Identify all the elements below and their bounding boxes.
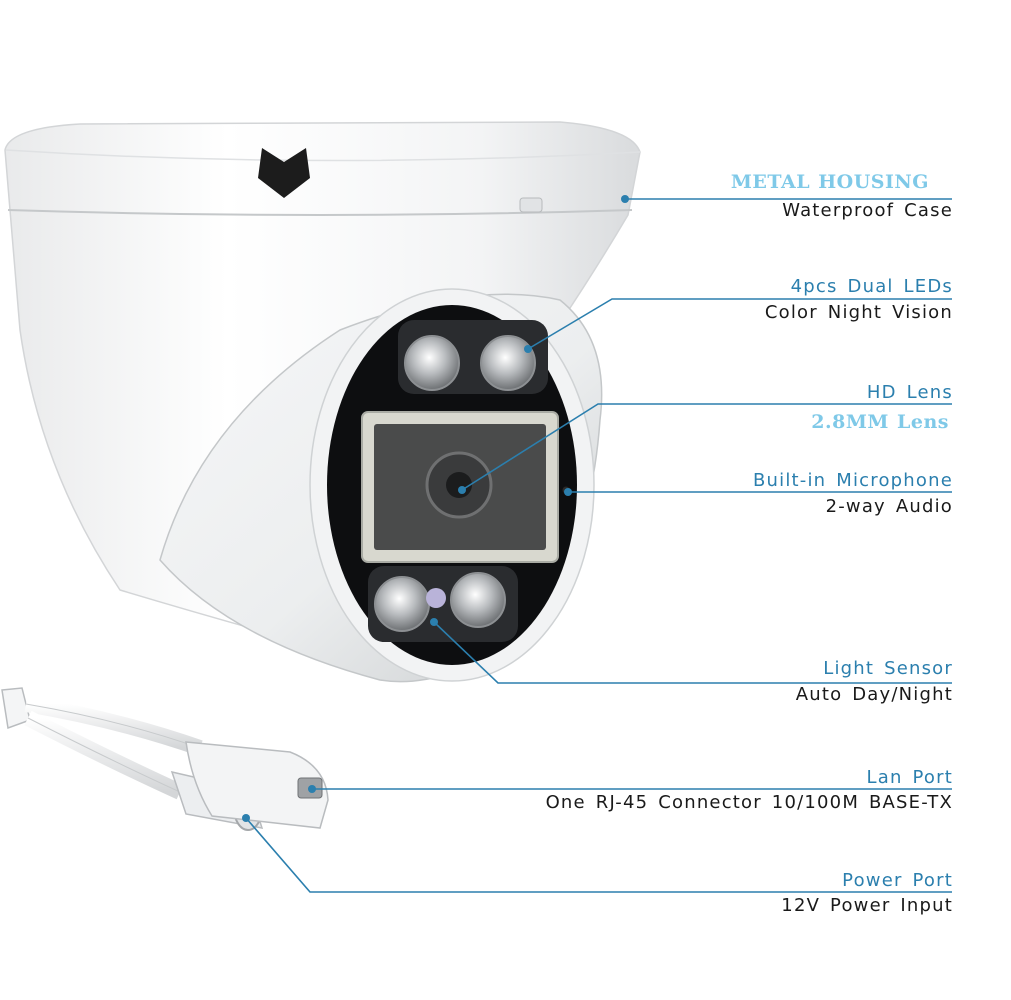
light-sensor-icon <box>426 588 446 608</box>
camera-face <box>309 288 595 682</box>
brand-logo <box>258 148 310 198</box>
callout-line-leds <box>527 298 952 350</box>
lan-port-label: Lan Port <box>866 767 953 788</box>
two-way-audio-label: 2-way Audio <box>825 496 953 517</box>
cable-assembly <box>1 687 329 831</box>
power-input-label: 12V Power Input <box>781 895 953 916</box>
callout-dot <box>458 486 466 494</box>
auto-day-night-label: Auto Day/Night <box>795 684 953 705</box>
callout-line-sensor <box>433 621 952 684</box>
dual-leds-label: 4pcs Dual LEDs <box>790 276 953 297</box>
callout-dot <box>430 618 438 626</box>
housing-top-edge <box>5 149 641 162</box>
housing-rim <box>7 209 633 216</box>
cable-upper-edge <box>25 703 201 749</box>
callout-dot <box>621 195 629 203</box>
callout-dot <box>242 814 250 822</box>
lens-core <box>446 472 472 498</box>
metal-housing-label: METAL HOUSING <box>730 171 929 193</box>
cable-lower-edge <box>27 717 181 793</box>
callout-dot <box>308 785 316 793</box>
light-sensor-label: Light Sensor <box>823 658 953 679</box>
led-icon <box>404 335 460 391</box>
callout-dots <box>242 195 629 822</box>
callout-lines <box>245 198 952 893</box>
hd-lens-label: HD Lens <box>866 382 953 403</box>
color-night-vision-label: Color Night Vision <box>764 302 953 323</box>
housing-clip <box>519 197 543 213</box>
microphone-label: Built-in Microphone <box>752 470 953 491</box>
led-icon <box>374 576 430 632</box>
power-port-label: Power Port <box>842 870 953 891</box>
callout-line-power <box>245 817 952 893</box>
led-array <box>374 335 536 632</box>
callout-dot <box>524 345 532 353</box>
rj45-connector-label: One RJ-45 Connector 10/100M BASE-TX <box>545 792 953 813</box>
lens-size-label: 2.8MM Lens <box>811 411 949 433</box>
led-icon <box>450 572 506 628</box>
waterproof-case-label: Waterproof Case <box>782 200 953 221</box>
callout-line-lens <box>461 403 952 491</box>
led-icon <box>480 335 536 391</box>
callout-dot <box>564 488 572 496</box>
lan-connector <box>185 741 329 829</box>
